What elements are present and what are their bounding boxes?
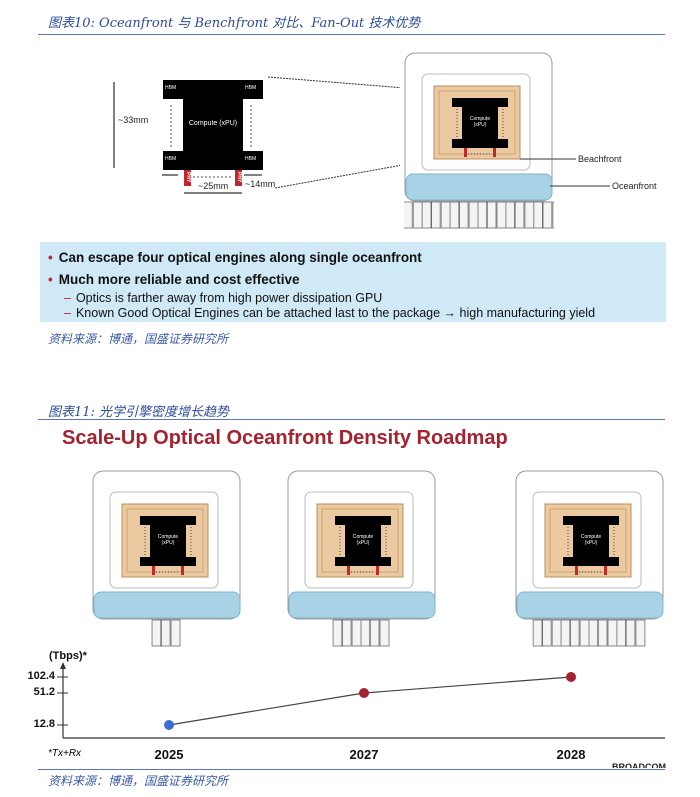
optical-engine xyxy=(421,201,451,229)
sub-bullet: Optics is farther away from high power d… xyxy=(75,291,383,305)
optical-engine xyxy=(588,619,618,647)
optical-engine xyxy=(477,201,507,229)
hbm-label: HBM xyxy=(165,156,177,162)
oceanfront-edge xyxy=(93,591,241,619)
width-label: ~25mm xyxy=(198,181,229,191)
advantages-box: •Can escape four optical engines along s… xyxy=(40,242,666,322)
broadcom-logo: BROADCOM xyxy=(612,762,666,768)
hbm-label: HBM xyxy=(245,85,257,91)
svg-text:(xPU): (xPU) xyxy=(357,540,370,546)
density-chart xyxy=(57,662,665,739)
footnote: *Tx+Rx xyxy=(48,748,82,759)
optical-engine xyxy=(449,201,479,229)
y-tick-label: 102.4 xyxy=(27,670,55,682)
optical-engine xyxy=(533,201,563,229)
y-axis-arrow xyxy=(60,662,66,669)
source-rule xyxy=(38,769,665,770)
series-line xyxy=(168,676,572,726)
optical-engine xyxy=(332,619,362,647)
hbm-block xyxy=(163,80,183,99)
optical-engine xyxy=(532,619,562,647)
hbm-block xyxy=(243,80,263,99)
svg-text:Compute: Compute xyxy=(470,116,491,122)
svg-text:(xPU): (xPU) xyxy=(162,540,175,546)
figure-11-title: 图表11: 光学引擎密度增长趋势 xyxy=(48,405,230,420)
optical-engine xyxy=(360,619,390,647)
callout-lines xyxy=(520,158,610,187)
hbm-block xyxy=(163,151,183,170)
die-diagram: PHY PHY HBM HBM HBM HBM Compute (xPU) ~3… xyxy=(100,60,431,200)
data-point-2028 xyxy=(566,672,576,682)
package-svg: Compute (xPU) xyxy=(515,470,664,647)
svg-text:Compute: Compute xyxy=(581,534,602,540)
y-tick-label: 51.2 xyxy=(33,686,55,698)
oceanfront-label: Oceanfront xyxy=(612,181,657,191)
sub-bullet: Known Good Optical Engines can be attach… xyxy=(75,306,596,320)
phy-label: PHY xyxy=(236,172,242,183)
hbm-label: HBM xyxy=(165,85,177,91)
title-rule xyxy=(38,34,665,35)
title-rule xyxy=(38,419,665,420)
compute-die xyxy=(183,80,243,170)
figure-10-source: 资料来源：博通，国盛证券研究所 xyxy=(48,332,229,346)
svg-text:(xPU): (xPU) xyxy=(474,122,487,128)
figure-11-source: 资料来源：博通，国盛证券研究所 xyxy=(48,774,229,788)
package-2025: Compute (xPU) xyxy=(92,470,242,655)
svg-text:(xPU): (xPU) xyxy=(585,540,598,546)
optical-engine xyxy=(560,619,590,647)
data-point-2027 xyxy=(359,688,369,698)
phy-block xyxy=(184,170,191,186)
svg-text:Compute: Compute xyxy=(158,534,179,540)
beachfront-label: Beachfront xyxy=(578,154,622,164)
bullet: Can escape four optical engines along si… xyxy=(58,250,422,265)
package-svg: Compute (xPU) xyxy=(92,470,241,647)
y-tick-label: 12.8 xyxy=(33,718,55,730)
compute-die xyxy=(150,516,186,566)
compute-die xyxy=(462,98,498,148)
height-label: ~33mm xyxy=(118,115,149,125)
package-svg: Compute (xPU) xyxy=(393,52,563,229)
compute-die xyxy=(345,516,381,566)
phy-label: PHY xyxy=(185,172,191,183)
gap-label: ~14mm xyxy=(245,179,276,189)
bullet: Much more reliable and cost effective xyxy=(58,272,300,287)
optical-engine xyxy=(393,201,423,229)
die-diagram-svg xyxy=(113,76,431,194)
optical-engine xyxy=(505,201,535,229)
optical-engine xyxy=(151,619,181,647)
phy-block xyxy=(235,170,242,186)
data-point-2025 xyxy=(164,720,174,730)
y-axis-label: (Tbps)* xyxy=(49,650,87,662)
figure-10-title: 图表10: Oceanfront 与 Benchfront 对比、Fan-Out… xyxy=(48,16,421,31)
x-tick-label: 2025 xyxy=(154,747,184,762)
package-2027: Compute (xPU) xyxy=(287,470,437,655)
package-svg: Compute (xPU) xyxy=(287,470,436,647)
hbm-block xyxy=(243,151,263,170)
oceanfront-edge xyxy=(405,173,553,201)
compute-die xyxy=(573,516,609,566)
package-2028: Compute (xPU) xyxy=(515,470,665,655)
oceanfront-edge xyxy=(516,591,664,619)
optical-engine xyxy=(616,619,646,647)
svg-text:Compute: Compute xyxy=(353,534,374,540)
compute-label: Compute (xPU) xyxy=(188,120,238,127)
x-tick-label: 2027 xyxy=(349,747,379,762)
oceanfront-edge xyxy=(288,591,436,619)
hbm-label: HBM xyxy=(245,156,257,162)
x-tick-label: 2028 xyxy=(556,747,586,762)
roadmap-heading: Scale-Up Optical Oceanfront Density Road… xyxy=(62,427,508,449)
package-diagram: Compute (xPU) xyxy=(393,52,563,237)
